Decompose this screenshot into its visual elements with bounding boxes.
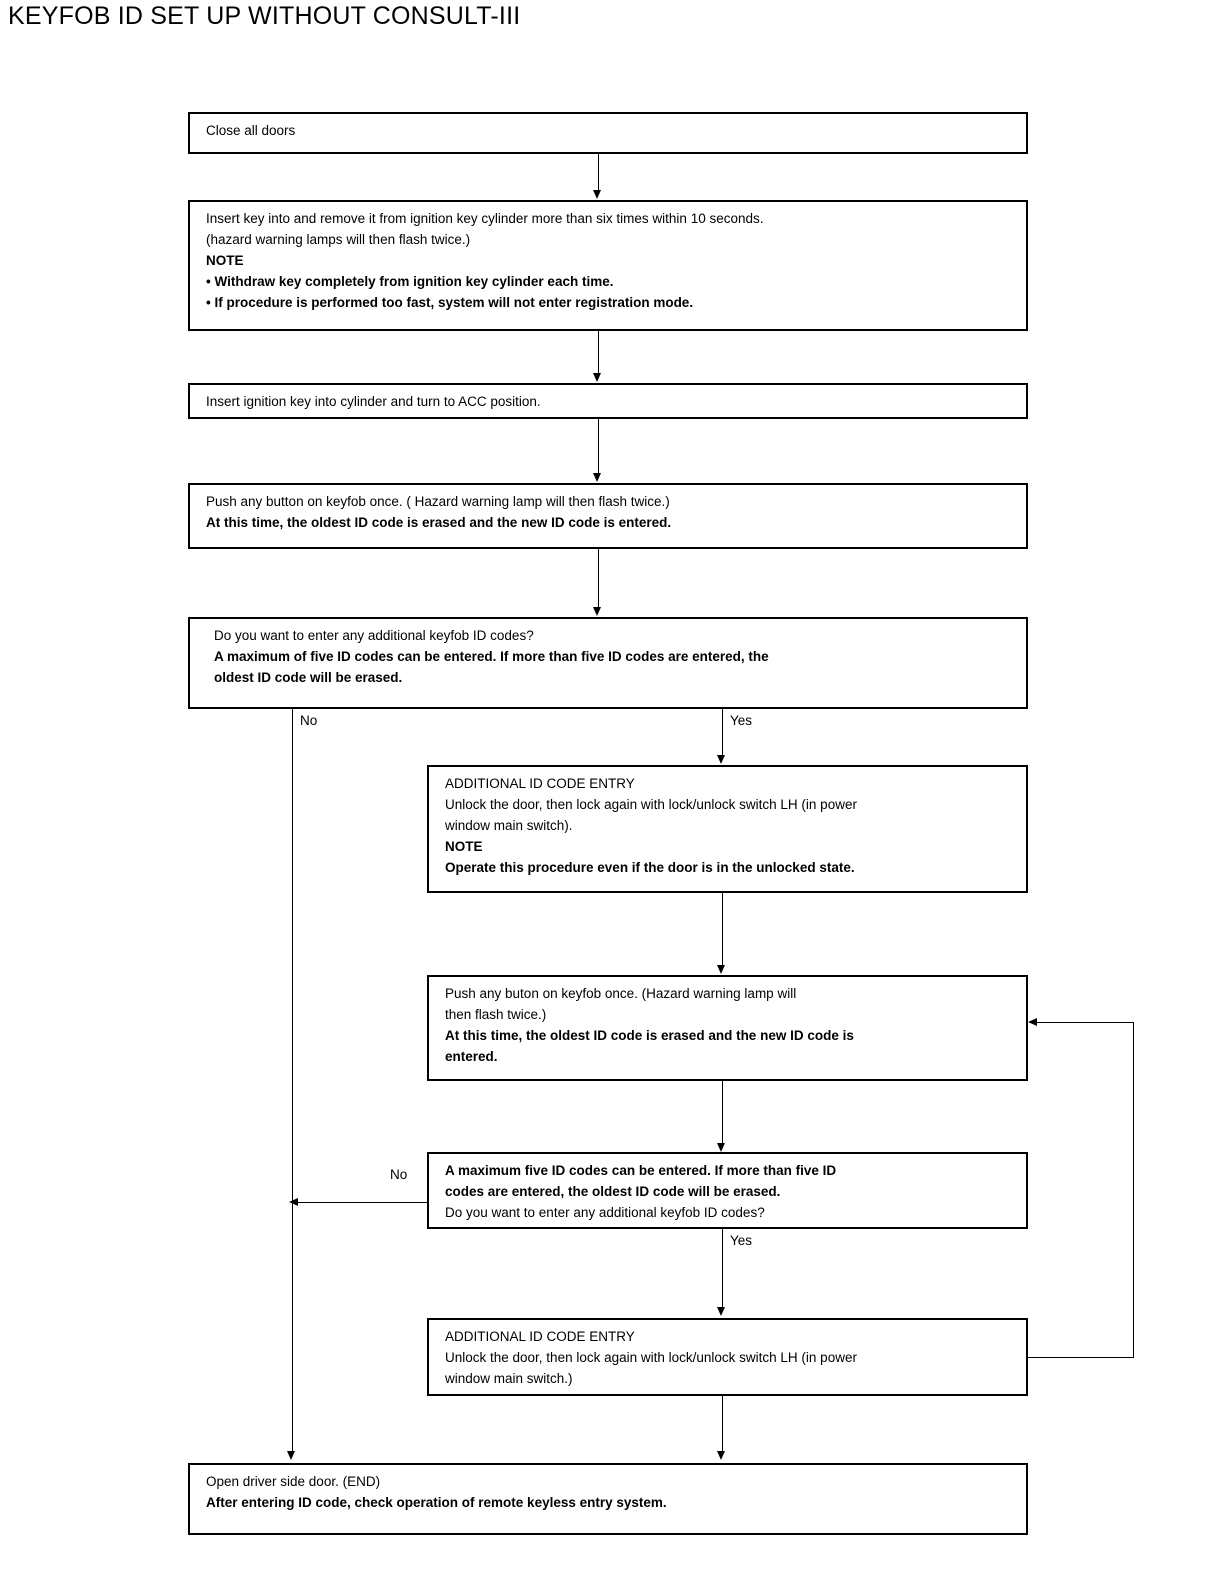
connector-acc-to-push-button [598, 419, 599, 475]
page-title: KEYFOB ID SET UP WITHOUT CONSULT-III [8, 2, 521, 30]
box-text-line: Operate this procedure even if the door … [445, 860, 855, 875]
arrowhead-down-to-push-button [593, 473, 601, 482]
arrowhead-down-to-end-box [717, 1451, 725, 1460]
arrowhead-down-to-insert-key [593, 190, 601, 199]
box-text-line: Unlock the door, then lock again with lo… [445, 1350, 857, 1365]
box-additional-id-code-entry-second-text: ADDITIONAL ID CODE ENTRY Unlock the door,… [429, 1320, 1026, 1389]
connector-entry-two-to-end [722, 1396, 723, 1453]
box-text-line: codes are entered, the oldest ID code wi… [445, 1184, 781, 1199]
arrowhead-down-yes-branch-to-entry-one [717, 755, 725, 764]
arrowhead-down-to-decision-two [717, 1143, 725, 1152]
arrowhead-left-no-branch-decision-two [289, 1198, 298, 1206]
box-text-line: NOTE [206, 253, 244, 268]
box-text-line: Insert ignition key into cylinder and tu… [206, 394, 541, 409]
connector-push-button-second-to-decision-two [722, 1081, 723, 1145]
box-additional-id-code-entry-first: ADDITIONAL ID CODE ENTRY Unlock the door,… [427, 765, 1028, 893]
branch-label-no-decision-one: No [300, 713, 318, 728]
box-text-line: then flash twice.) [445, 1007, 547, 1022]
box-text-line: oldest ID code will be erased. [214, 670, 403, 685]
branch-yes-line-decision-two [722, 1229, 723, 1309]
arrowhead-down-to-push-button-second [717, 965, 725, 974]
box-turn-to-acc-position-text: Insert ignition key into cylinder and tu… [190, 385, 1026, 412]
connector-insert-key-to-acc [598, 331, 599, 375]
box-additional-id-code-entry-first-text: ADDITIONAL ID CODE ENTRY Unlock the door,… [429, 767, 1026, 878]
box-close-all-doors-text: Close all doors [190, 114, 1026, 141]
box-text-line: • If procedure is performed too fast, sy… [206, 295, 694, 310]
feedback-loop-segment-top [1033, 1022, 1134, 1023]
box-text-line: At this time, the oldest ID code is eras… [206, 515, 672, 530]
arrowhead-left-feedback-into-push-button-second [1028, 1018, 1037, 1026]
connector-close-doors-to-insert-key [598, 154, 599, 192]
box-text-line: Do you want to enter any additional keyf… [445, 1205, 765, 1220]
box-text-line: Do you want to enter any additional keyf… [214, 628, 534, 643]
box-text-line: Push any buton on keyfob once. (Hazard w… [445, 986, 797, 1001]
box-text-line: Close all doors [206, 123, 296, 138]
box-text-line: NOTE [445, 839, 483, 854]
box-text-line: Unlock the door, then lock again with lo… [445, 797, 857, 812]
box-decision-additional-codes-second: A maximum five ID codes can be entered. … [427, 1152, 1028, 1229]
box-push-button-second-text: Push any buton on keyfob once. (Hazard w… [429, 977, 1026, 1067]
box-decision-additional-codes-first: Do you want to enter any additional keyf… [188, 617, 1028, 709]
connector-entry-one-to-push-button-second [722, 893, 723, 967]
box-text-line: Open driver side door. (END) [206, 1474, 381, 1489]
feedback-loop-segment-vertical [1133, 1022, 1134, 1358]
box-text-line: window main switch.) [445, 1371, 573, 1386]
arrowhead-down-yes-branch-to-entry-two [717, 1307, 725, 1316]
box-insert-key-cycle-text: Insert key into and remove it from ignit… [190, 202, 1026, 313]
box-insert-key-cycle: Insert key into and remove it from ignit… [188, 200, 1028, 331]
box-turn-to-acc-position: Insert ignition key into cylinder and tu… [188, 383, 1028, 419]
box-text-line: A maximum of five ID codes can be entere… [214, 649, 769, 664]
arrowhead-down-to-acc [593, 373, 601, 382]
arrowhead-down-to-decision-one [593, 607, 601, 616]
box-decision-additional-codes-first-text: Do you want to enter any additional keyf… [190, 619, 1026, 688]
box-text-line: Push any button on keyfob once. ( Hazard… [206, 494, 670, 509]
box-push-button-first-text: Push any button on keyfob once. ( Hazard… [190, 485, 1026, 533]
box-end-open-driver-door: Open driver side door. (END) After enteri… [188, 1463, 1028, 1535]
box-text-line: ADDITIONAL ID CODE ENTRY [445, 776, 635, 791]
branch-yes-line-decision-one [722, 709, 723, 757]
branch-label-no-decision-two: No [390, 1167, 408, 1182]
branch-label-yes-decision-two: Yes [730, 1233, 753, 1248]
connector-push-button-to-decision-one [598, 549, 599, 609]
box-text-line: After entering ID code, check operation … [206, 1495, 667, 1510]
box-text-line: • Withdraw key completely from ignition … [206, 274, 614, 289]
box-end-open-driver-door-text: Open driver side door. (END) After enteri… [190, 1465, 1026, 1513]
box-text-line: Insert key into and remove it from ignit… [206, 211, 764, 226]
box-text-line: A maximum five ID codes can be entered. … [445, 1163, 837, 1178]
feedback-loop-segment-right-of-entry-two [1028, 1357, 1134, 1358]
box-push-button-first: Push any button on keyfob once. ( Hazard… [188, 483, 1028, 549]
box-text-line: window main switch). [445, 818, 573, 833]
branch-no-line-decision-one [292, 709, 293, 1453]
box-text-line: ADDITIONAL ID CODE ENTRY [445, 1329, 635, 1344]
box-push-button-second: Push any buton on keyfob once. (Hazard w… [427, 975, 1028, 1081]
box-text-line: entered. [445, 1049, 498, 1064]
box-text-line: At this time, the oldest ID code is eras… [445, 1028, 854, 1043]
box-decision-additional-codes-second-text: A maximum five ID codes can be entered. … [429, 1154, 1026, 1223]
branch-no-line-decision-two [293, 1202, 428, 1203]
branch-label-yes-decision-one: Yes [730, 713, 753, 728]
box-close-all-doors: Close all doors [188, 112, 1028, 154]
box-additional-id-code-entry-second: ADDITIONAL ID CODE ENTRY Unlock the door,… [427, 1318, 1028, 1396]
box-text-line: (hazard warning lamps will then flash tw… [206, 232, 471, 247]
arrowhead-down-no-branch-to-end [287, 1451, 295, 1460]
